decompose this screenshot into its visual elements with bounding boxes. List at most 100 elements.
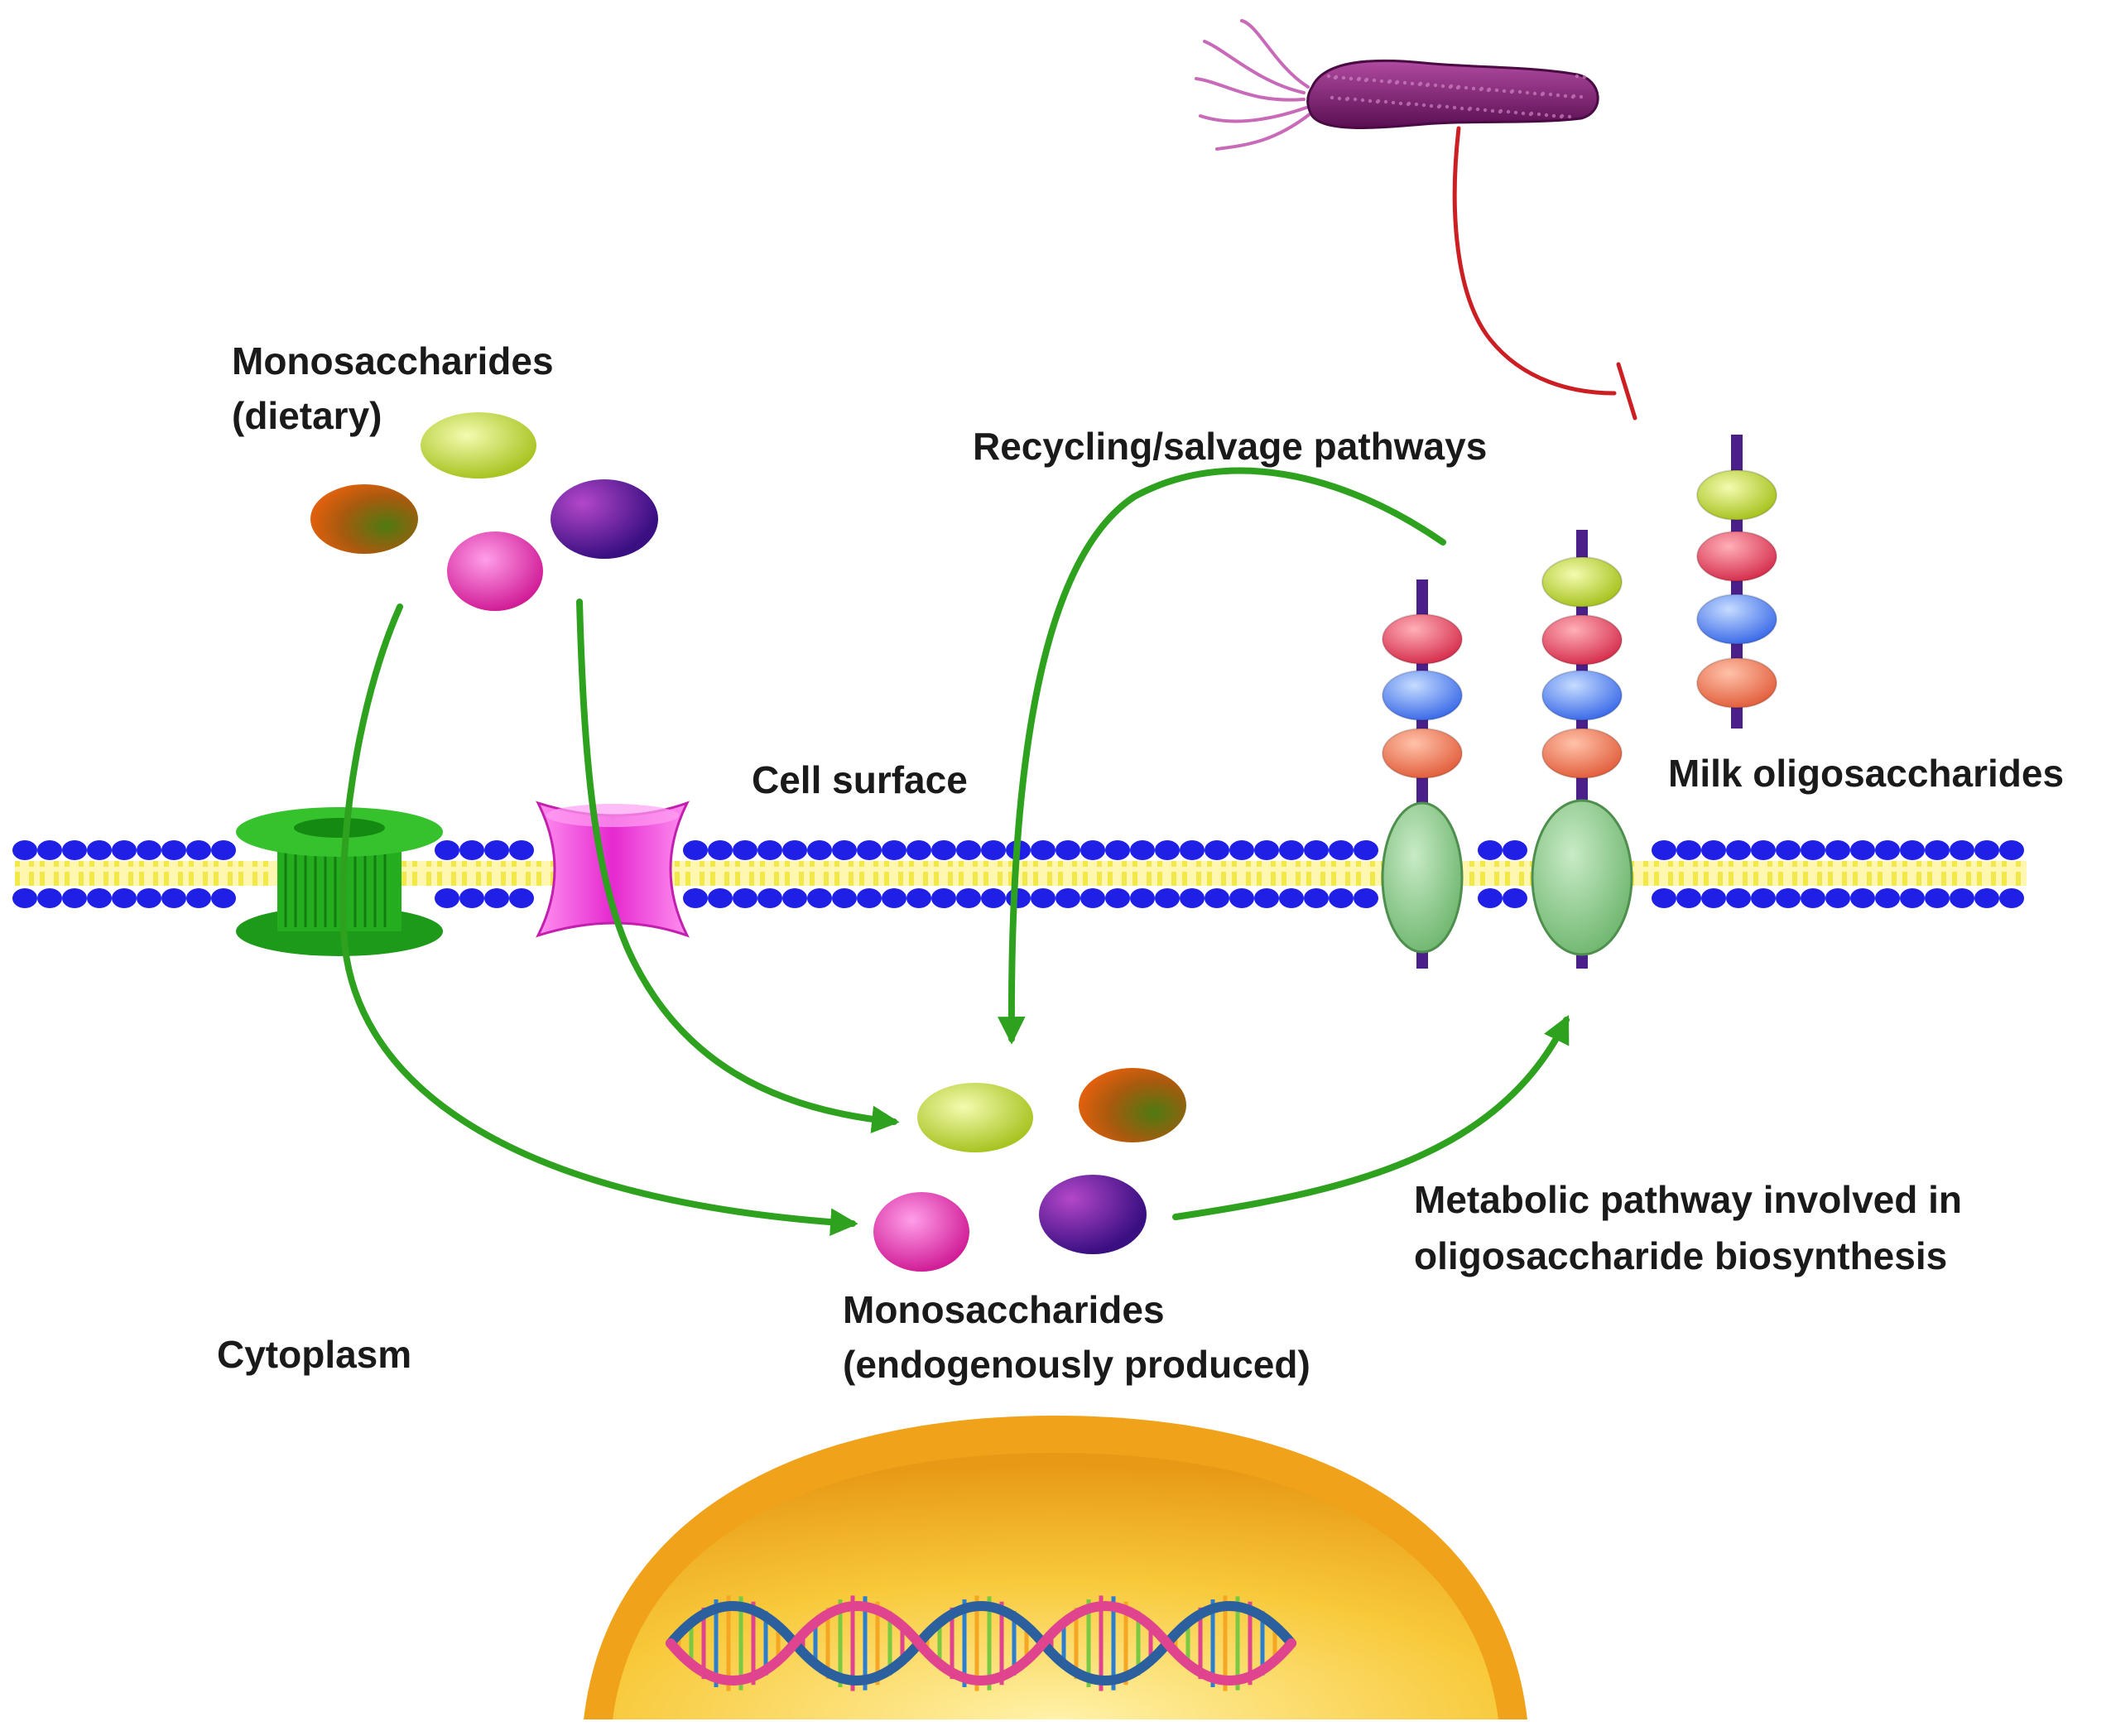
monosaccharide-pink [447, 531, 543, 611]
phospholipid-head [161, 888, 186, 908]
phospholipid-head [1751, 840, 1776, 860]
phospholipid-head [1503, 840, 1527, 860]
recycling-salvage-arrow [998, 467, 1446, 1045]
phospholipid-head [1652, 888, 1676, 908]
phospholipid-head [708, 888, 733, 908]
phospholipid-head [1726, 888, 1751, 908]
glycan-bead-yellow [1696, 469, 1777, 521]
phospholipid-head [459, 888, 484, 908]
phospholipid-head [186, 888, 211, 908]
phospholipid-head [1676, 888, 1701, 908]
phospholipid-head [1155, 840, 1180, 860]
phospholipid-head [906, 840, 931, 860]
phospholipid-head [1130, 888, 1155, 908]
phospholipid-head [1105, 840, 1130, 860]
phospholipid-head [1925, 888, 1950, 908]
phospholipid-head [1130, 840, 1155, 860]
monosaccharide-purple [1039, 1175, 1147, 1254]
phospholipid-head [1974, 840, 1999, 860]
inhibition-arrow [1452, 126, 1637, 421]
glycan-bead-red [1382, 613, 1463, 665]
phospholipid-head [1503, 888, 1527, 908]
phospholipid-head [733, 840, 757, 860]
phospholipid-head [1329, 888, 1354, 908]
phospholipid-head [782, 888, 807, 908]
cell-membrane-bilayer [12, 840, 2027, 908]
phospholipid-head [1974, 888, 1999, 908]
phospholipid-head [882, 840, 906, 860]
phospholipid-head [1875, 888, 1900, 908]
monosaccharide-yellow [917, 1083, 1033, 1152]
phospholipid-head [1900, 840, 1925, 860]
phospholipid-head [137, 840, 161, 860]
phospholipid-head [1354, 888, 1378, 908]
phospholipid-head [1999, 888, 2024, 908]
dietary-uptake-arrow-transporter [576, 599, 900, 1134]
phospholipid-head [484, 888, 509, 908]
phospholipid-head [112, 888, 137, 908]
cell-surface-label: Cell surface [752, 758, 968, 801]
phospholipid-head [1304, 840, 1329, 860]
phospholipid-head [1329, 840, 1354, 860]
glycan-bead-blue [1382, 670, 1463, 721]
phospholipid-head [435, 888, 459, 908]
glycan-bead-red [1696, 531, 1777, 582]
glycan-bead-salmon [1541, 728, 1623, 779]
glycan-bead-blue [1696, 594, 1777, 645]
phospholipid-head [931, 840, 956, 860]
membrane-channel-icon [236, 807, 443, 956]
phospholipid-head [1180, 888, 1205, 908]
phospholipid-head [1105, 888, 1130, 908]
phospholipid-head [1279, 888, 1304, 908]
dietary-monosaccharides-label: Monosaccharides [232, 339, 554, 382]
phospholipid-head [1999, 840, 2024, 860]
monosaccharide-yellow [421, 412, 536, 478]
phospholipid-head [509, 840, 534, 860]
phospholipid-head [1676, 840, 1701, 860]
phospholipid-head [1304, 888, 1329, 908]
phospholipid-head [807, 888, 832, 908]
phospholipid-head [832, 888, 857, 908]
phospholipid-head [459, 840, 484, 860]
phospholipid-head [956, 840, 981, 860]
phospholipid-head [87, 888, 112, 908]
monosaccharide-purple [551, 479, 658, 559]
cytoplasm-label: Cytoplasm [217, 1333, 411, 1376]
phospholipid-head [857, 840, 882, 860]
phospholipid-head [435, 840, 459, 860]
endogenous-monosaccharides [873, 1068, 1186, 1272]
nucleus [584, 1416, 1527, 1719]
phospholipid-head [1080, 888, 1105, 908]
phospholipid-head [1825, 840, 1850, 860]
phospholipid-head [683, 888, 708, 908]
dietary-monosaccharides-sublabel: (dietary) [232, 394, 382, 437]
phospholipid-head [1726, 840, 1751, 860]
phospholipid-head [1478, 888, 1503, 908]
phospholipid-head [1254, 840, 1279, 860]
phospholipid-head [137, 888, 161, 908]
bacterium-icon [1195, 19, 1599, 151]
metabolic-pathway-sublabel: oligosaccharide biosynthesis [1414, 1234, 1947, 1277]
phospholipid-head [1354, 840, 1378, 860]
phospholipid-head [807, 840, 832, 860]
glycan-bead-yellow [1541, 556, 1623, 608]
phospholipid-head [1950, 888, 1974, 908]
phospholipid-head [1080, 840, 1105, 860]
phospholipid-head [1056, 840, 1080, 860]
dietary-monosaccharides [310, 412, 658, 611]
phospholipid-head [1205, 888, 1229, 908]
phospholipid-head [906, 888, 931, 908]
monosaccharide-brown [310, 484, 418, 554]
phospholipid-head [1031, 888, 1056, 908]
phospholipid-head [112, 840, 137, 860]
phospholipid-head [857, 888, 882, 908]
dna-helix-icon [666, 1595, 1296, 1691]
biosynthesis-arrow [1172, 1014, 1570, 1220]
phospholipid-head [757, 888, 782, 908]
phospholipid-head [956, 888, 981, 908]
phospholipid-head [981, 840, 1006, 860]
phospholipid-head [161, 840, 186, 860]
phospholipid-head [87, 840, 112, 860]
phospholipid-head [1751, 888, 1776, 908]
